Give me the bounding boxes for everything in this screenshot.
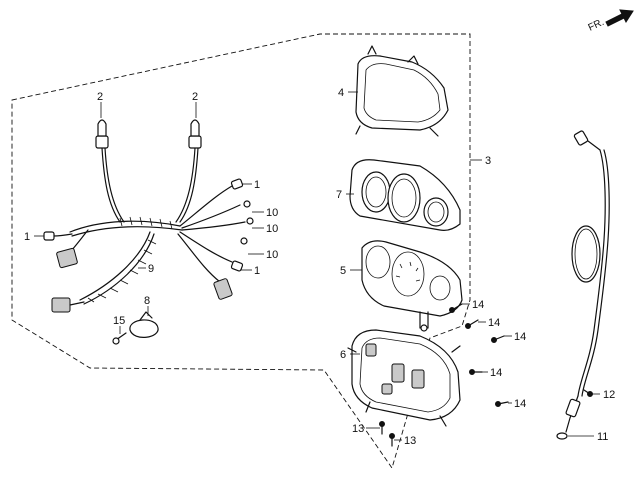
- front-direction-indicator: FR.: [587, 9, 634, 34]
- callout-6: 6: [340, 349, 346, 361]
- callout-4: 4: [338, 87, 344, 99]
- callout-13b: 13: [404, 435, 416, 447]
- callout-11: 11: [597, 431, 608, 443]
- callout-10c: 10: [266, 249, 278, 261]
- direction-label: FR.: [587, 17, 606, 34]
- callout-1a: 1: [254, 179, 260, 191]
- callout-1b: 1: [254, 265, 260, 277]
- callout-2a: 2: [97, 91, 103, 103]
- callout-14a: 14: [472, 299, 484, 311]
- callout-10a: 10: [266, 207, 278, 219]
- callout-10b: 10: [266, 223, 278, 235]
- callout-7: 7: [336, 189, 342, 201]
- callout-1c: 1: [24, 231, 30, 243]
- gauge-unit: [361, 240, 463, 332]
- callout-3: 3: [485, 155, 491, 167]
- callout-5: 5: [340, 265, 346, 277]
- leader-lines: [34, 91, 600, 441]
- clamp: [112, 311, 159, 345]
- direction-arrow-icon: [605, 9, 634, 27]
- callout-12: 12: [603, 389, 615, 401]
- meter-cover: [355, 45, 449, 137]
- callout-14e: 14: [514, 398, 526, 410]
- screws: [379, 303, 509, 447]
- wire-harness: [43, 119, 254, 313]
- callout-13a: 13: [352, 423, 364, 435]
- assembly-boundary: [11, 33, 471, 470]
- meter-case: [347, 329, 461, 427]
- callout-14c: 14: [514, 331, 526, 343]
- callout-9: 9: [148, 263, 154, 275]
- speedometer-cable: [556, 130, 610, 440]
- callout-14d: 14: [490, 367, 502, 379]
- callout-8: 8: [144, 295, 150, 307]
- callout-15: 15: [113, 315, 125, 327]
- callout-14b: 14: [488, 317, 500, 329]
- callout-labels: 2 2 1 10 10 10 1 1 9 8 15 4 7 5 6 3 14 1…: [24, 87, 615, 447]
- meter-panel: [349, 159, 461, 231]
- callout-2b: 2: [192, 91, 198, 103]
